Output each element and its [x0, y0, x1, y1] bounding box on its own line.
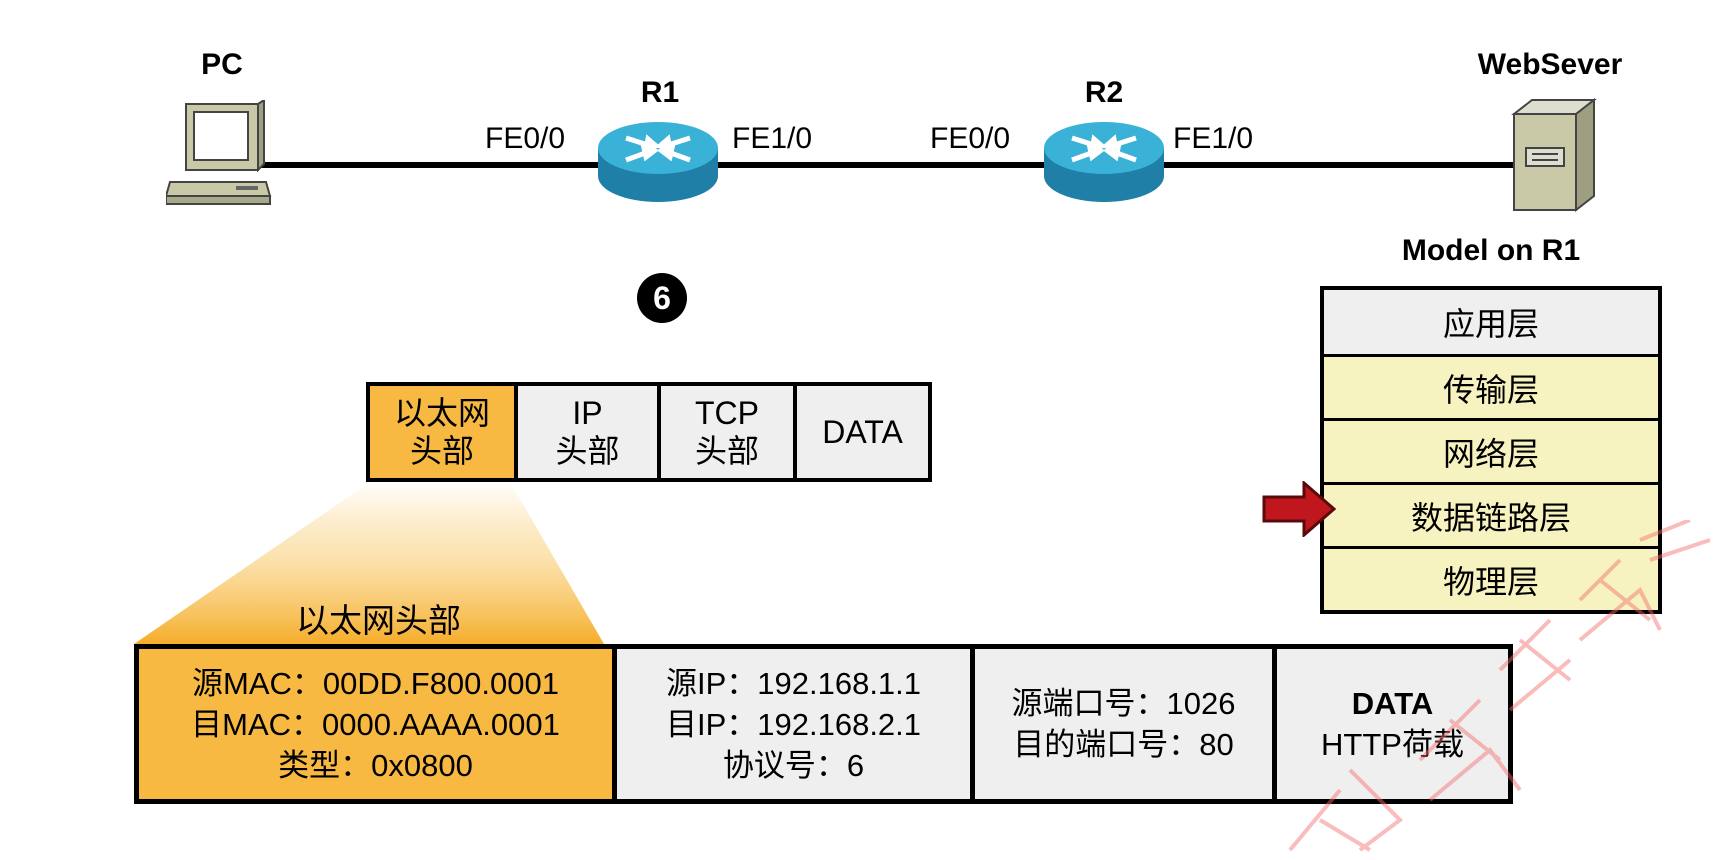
packet-ethernet-header: 以太网头部: [370, 386, 514, 478]
detail-src-mac: 源MAC：00DD.F800.0001: [192, 665, 559, 701]
link-r2-server: [1160, 162, 1522, 168]
model-stack: 应用层 传输层 网络层 数据链路层 物理层: [1320, 286, 1662, 614]
packet-tcp-line1: TCP: [694, 395, 759, 431]
frame-detail-row: 源MAC：00DD.F800.0001 目MAC：0000.AAAA.0001 …: [134, 644, 1513, 804]
pc-icon: [166, 100, 272, 205]
step-number-badge: 6: [637, 273, 687, 323]
r1-left-port: FE0/0: [485, 122, 566, 155]
packet-data: DATA: [793, 386, 928, 478]
r1-router-icon: [598, 122, 718, 202]
r2-label: R2: [1084, 76, 1124, 109]
detail-ethernet: 源MAC：00DD.F800.0001 目MAC：0000.AAAA.0001 …: [139, 649, 612, 799]
eth-header-title: 以太网头部: [296, 602, 461, 639]
detail-tcp: 源端口号：1026 目的端口号：80: [970, 649, 1272, 799]
packet-tcp-line2: 头部: [694, 433, 759, 469]
detail-protocol: 协议号：6: [722, 747, 865, 783]
server-icon: [1511, 98, 1597, 212]
detail-data-title: DATA: [1351, 686, 1434, 721]
link-r1-r2: [710, 162, 1050, 168]
r1-right-port: FE1/0: [732, 122, 813, 155]
current-layer-arrow-icon: [1262, 481, 1336, 537]
packet-eth-line1: 以太网: [393, 395, 490, 431]
detail-eth-type: 类型：0x0800: [278, 747, 473, 783]
detail-src-ip: 源IP：192.168.1.1: [665, 665, 922, 701]
layer-network: 网络层: [1324, 418, 1658, 482]
r1-label: R1: [640, 76, 680, 109]
packet-ip-line1: IP: [572, 395, 603, 431]
layer-application: 应用层: [1324, 290, 1658, 354]
r2-right-port: FE1/0: [1173, 122, 1254, 155]
detail-ip: 源IP：192.168.1.1 目IP：192.168.2.1 协议号：6: [612, 649, 970, 799]
detail-data-sub: HTTP荷载: [1321, 727, 1464, 762]
detail-data: DATA HTTP荷载: [1272, 649, 1508, 799]
r2-router-icon: [1044, 122, 1164, 202]
pc-label: PC: [201, 48, 243, 81]
model-title: Model on R1: [1401, 234, 1581, 267]
packet-ip-line2: 头部: [555, 433, 620, 469]
detail-src-port: 源端口号：1026: [1011, 686, 1236, 721]
link-pc-r1: [260, 162, 600, 168]
layer-datalink: 数据链路层: [1324, 482, 1658, 546]
detail-dst-mac: 目MAC：0000.AAAA.0001: [191, 706, 560, 742]
detail-dst-port: 目的端口号：80: [1013, 727, 1234, 762]
packet-eth-line2: 头部: [409, 433, 474, 469]
server-label: WebSever: [1477, 48, 1623, 81]
detail-dst-ip: 目IP：192.168.2.1: [665, 706, 922, 742]
r2-left-port: FE0/0: [930, 122, 1011, 155]
layer-physical: 物理层: [1324, 546, 1658, 610]
layer-transport: 传输层: [1324, 354, 1658, 418]
